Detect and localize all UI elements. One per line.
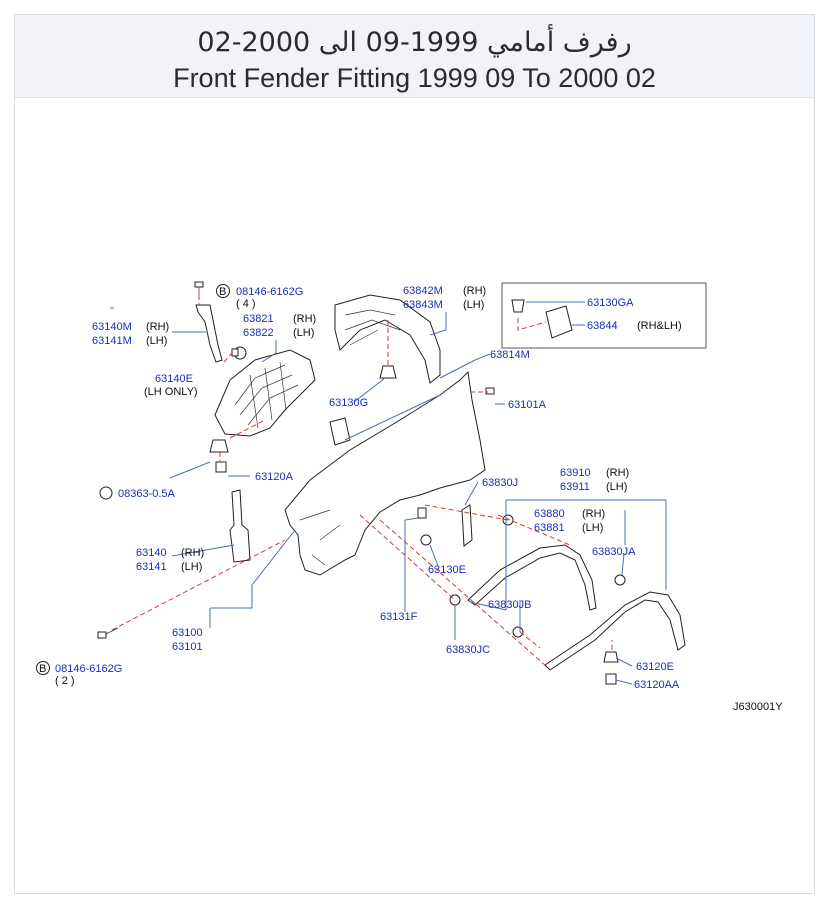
pn-63821[interactable]: 63821 <box>243 313 274 325</box>
side-rh-3: (RH) <box>463 285 486 297</box>
pn-bolt-bottom[interactable]: 08146-6162G <box>55 663 122 675</box>
pn-63843m[interactable]: 63843M <box>403 299 443 311</box>
clip-63131f-drawing <box>417 507 427 519</box>
pn-63101a[interactable]: 63101A <box>508 399 547 411</box>
pn-63880[interactable]: 63880 <box>534 508 565 520</box>
side-rh-1: (RH) <box>146 321 169 333</box>
pn-63141m[interactable]: 63141M <box>92 335 132 347</box>
pn-08363[interactable]: 08363-0.5A <box>118 488 176 500</box>
b-marker-top: B <box>216 284 230 298</box>
pn-63830jb[interactable]: 63830JB <box>488 599 531 611</box>
pn-63100[interactable]: 63100 <box>172 627 203 639</box>
n-marker <box>99 486 113 500</box>
clip-63120e-drawing <box>603 651 619 663</box>
cover-63844-drawing <box>545 305 573 339</box>
diagram-frame: رفرف أمامي 1999-09 الى 2000-02 Front Fen… <box>14 14 815 894</box>
pn-63120aa[interactable]: 63120AA <box>634 679 680 691</box>
pn-63130e[interactable]: 63130E <box>428 564 466 576</box>
side-rh-2: (RH) <box>293 313 316 325</box>
clip-63130e-drawing <box>420 534 432 546</box>
b-marker-bottom: B <box>36 661 50 675</box>
pn-63830jc[interactable]: 63830JC <box>446 644 490 656</box>
pn-63842m[interactable]: 63842M <box>403 285 443 297</box>
qty-bolt-top: ( 4 ) <box>236 298 256 310</box>
pn-63830ja[interactable]: 63830JA <box>592 546 636 558</box>
diagram-code: J630001Y <box>733 701 783 713</box>
svg-text:B: B <box>39 663 46 675</box>
pn-63130ga[interactable]: 63130GA <box>587 297 634 309</box>
moulding-63910-drawing <box>467 544 597 611</box>
clip-63130g-drawing <box>379 365 397 379</box>
arch-63880-drawing <box>544 591 686 671</box>
liner-63821-drawing <box>214 349 316 437</box>
pn-63910[interactable]: 63910 <box>560 467 591 479</box>
pn-63140m[interactable]: 63140M <box>92 321 132 333</box>
title-english: Front Fender Fitting 1999 09 To 2000 02 <box>173 63 656 93</box>
clip-63140e-drawing <box>231 346 247 360</box>
side-lh-2: (LH) <box>293 327 314 339</box>
title-arabic: رفرف أمامي 1999-09 الى 2000-02 <box>197 27 632 58</box>
pn-63131f[interactable]: 63131F <box>380 611 418 623</box>
bracket-63830j-drawing <box>461 504 473 547</box>
pn-63830j[interactable]: 63830J <box>482 477 518 489</box>
page-header: رفرف أمامي 1999-09 الى 2000-02 Front Fen… <box>15 15 814 98</box>
clip-63130ga-drawing <box>511 299 525 313</box>
pn-63120a[interactable]: 63120A <box>255 471 294 483</box>
pn-63140[interactable]: 63140 <box>136 547 167 559</box>
side-rh-4: (RH) <box>606 467 629 479</box>
bracket-63130e-drawing <box>329 417 351 446</box>
fender-63100-drawing <box>284 370 486 576</box>
pn-63101[interactable]: 63101 <box>172 641 203 653</box>
bolt-bottom-drawing <box>97 627 119 639</box>
liner-63842m-drawing <box>334 294 441 384</box>
side-lh-1: (LH) <box>146 335 167 347</box>
side-lh-6: (LH) <box>181 561 202 573</box>
pn-63911[interactable]: 63911 <box>560 481 590 493</box>
side-rhlh: (RH&LH) <box>637 320 682 332</box>
side-rh-6: (RH) <box>181 547 204 559</box>
side-lh-5: (LH) <box>582 522 603 534</box>
pn-63844[interactable]: 63844 <box>587 320 618 332</box>
svg-text:B: B <box>219 286 226 298</box>
pn-63130g[interactable]: 63130G <box>329 397 368 409</box>
bracket-63140m-drawing <box>195 304 223 363</box>
clip-63830ja-drawing <box>614 574 626 586</box>
bolt-63120aa-drawing <box>605 673 617 685</box>
pn-63141[interactable]: 63141 <box>136 561 167 573</box>
side-lh-4: (LH) <box>606 481 627 493</box>
bracket-63140-drawing <box>229 489 251 563</box>
pn-63140e[interactable]: 63140E <box>155 373 193 385</box>
pn-bolt-top[interactable]: 08146-6162G <box>236 286 303 298</box>
clip-63120a-drawing <box>209 439 229 473</box>
clip-63830jb-drawing <box>512 626 524 638</box>
pn-63120e[interactable]: 63120E <box>636 661 674 673</box>
bolt-63101a-drawing <box>485 387 495 395</box>
pn-63881[interactable]: 63881 <box>534 522 565 534</box>
pn-63822[interactable]: 63822 <box>243 327 274 339</box>
inset-box <box>501 282 707 349</box>
side-lh-3: (LH) <box>463 299 484 311</box>
side-rh-5: (RH) <box>582 508 605 520</box>
qty-bolt-bottom: ( 2 ) <box>55 675 75 687</box>
note-lh-only: (LH ONLY) <box>144 386 198 398</box>
pn-63814m[interactable]: 63814M <box>490 349 530 361</box>
